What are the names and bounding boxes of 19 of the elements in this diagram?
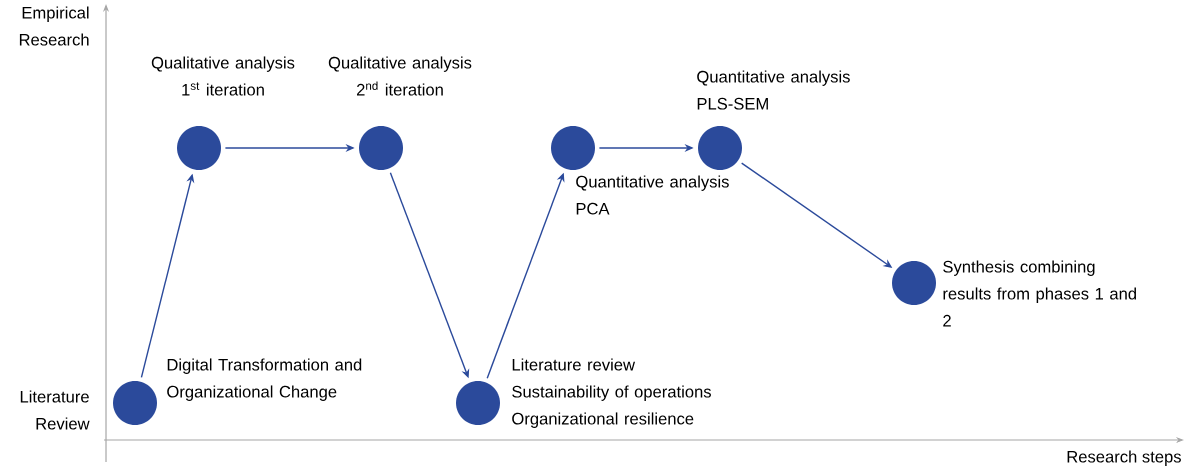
axis-label: Empirical Research bbox=[19, 6, 89, 46]
circle-node bbox=[359, 126, 403, 170]
node-caption: Qualitative analysis 1$^{st}$ iteration bbox=[151, 56, 295, 96]
circle-node bbox=[113, 381, 157, 425]
node-caption: Synthesis combining results from phases 1 and 2 bbox=[943, 260, 1136, 327]
node-caption: Literature review bbox=[512, 358, 636, 371]
circle-node bbox=[551, 126, 595, 170]
circle-node bbox=[892, 261, 936, 305]
node-caption: Quantitative analysis PLS-SEM bbox=[697, 70, 850, 110]
circle-node bbox=[177, 126, 221, 170]
circle-node bbox=[698, 126, 742, 170]
node-caption: Digital Transformation and Organizational Change bbox=[167, 358, 362, 401]
axis-label: Literature Review bbox=[20, 390, 90, 430]
node-caption: Sustainability of operations bbox=[512, 385, 711, 401]
node-caption: Quantitative analysis PCA bbox=[576, 175, 729, 215]
node-caption: Qualitative analysis 2$^{nd}$ iteration bbox=[328, 56, 472, 96]
circle-node bbox=[456, 381, 500, 425]
axis-label: Research steps bbox=[1067, 450, 1181, 466]
node-caption: Organizational resilience bbox=[512, 412, 694, 428]
